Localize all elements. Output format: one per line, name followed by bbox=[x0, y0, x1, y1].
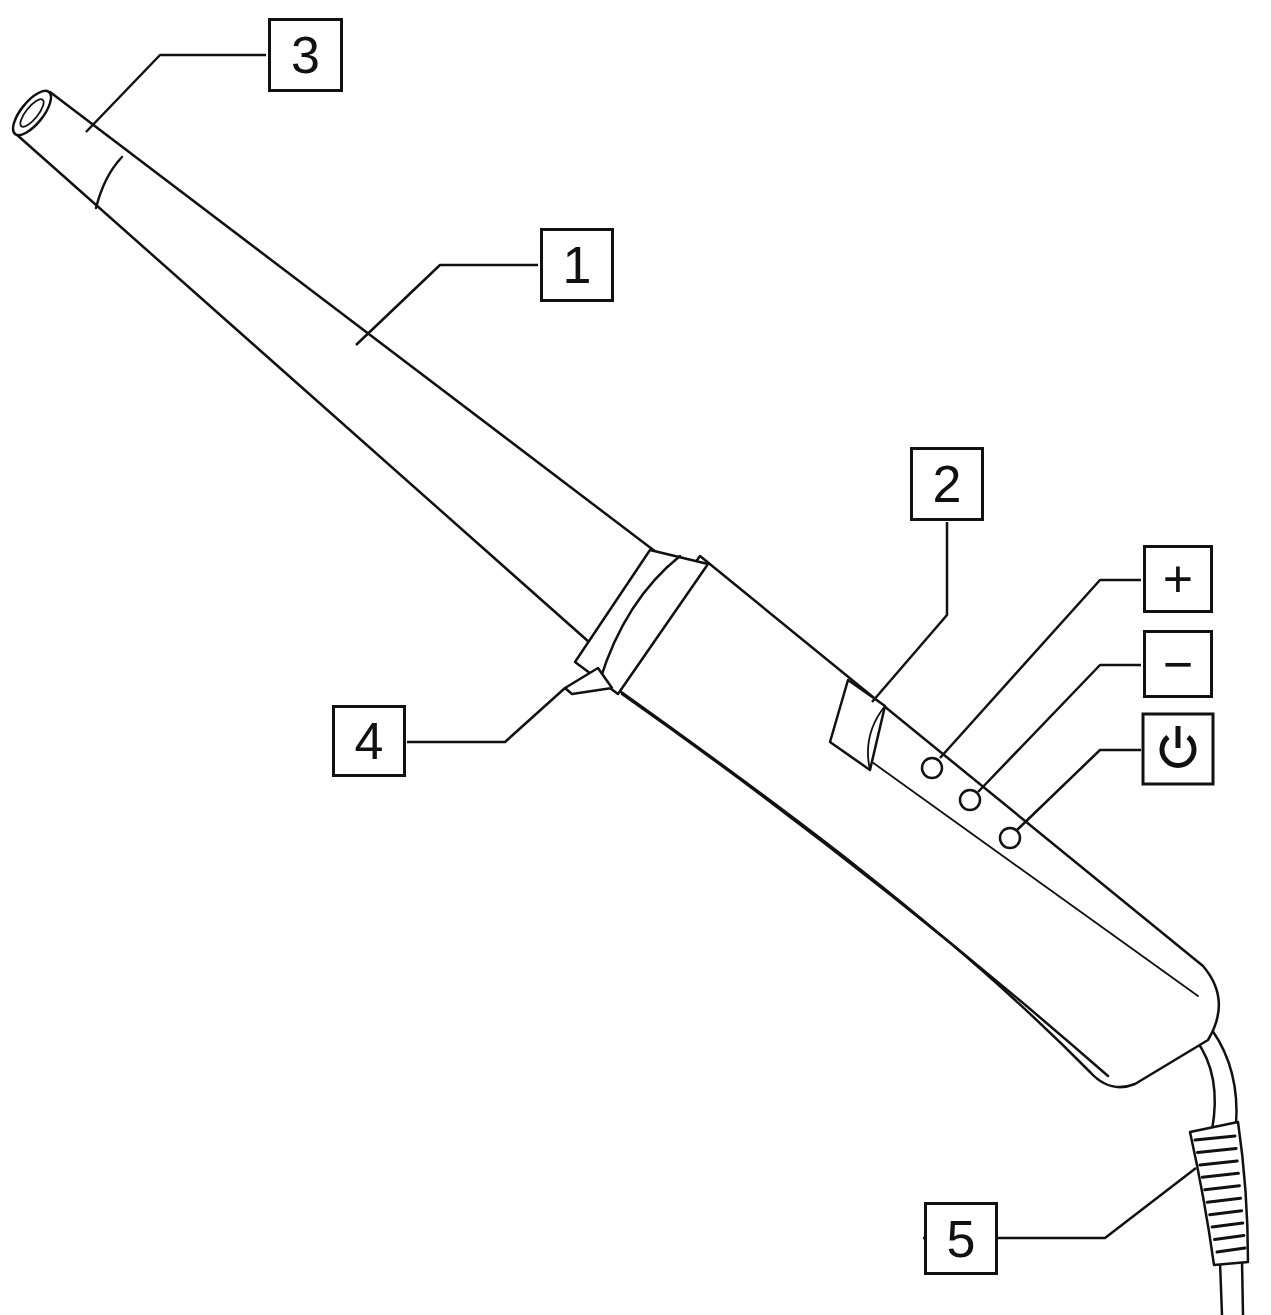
callout-text: 2 bbox=[933, 458, 962, 510]
stand bbox=[565, 668, 612, 694]
leader-line bbox=[978, 665, 1141, 792]
display bbox=[830, 680, 885, 770]
ridge bbox=[1207, 1198, 1240, 1202]
callout-text: − bbox=[1163, 638, 1193, 690]
callout-number: 4 bbox=[332, 705, 406, 777]
display-edge bbox=[868, 706, 885, 770]
minus-button bbox=[960, 790, 980, 810]
handle-face-line bbox=[872, 762, 1198, 996]
callout-number: 1 bbox=[540, 228, 614, 302]
power-button bbox=[1000, 828, 1020, 848]
ridge bbox=[1217, 1248, 1245, 1252]
leader-line bbox=[356, 265, 538, 345]
ridge bbox=[1205, 1186, 1240, 1190]
ridge bbox=[1195, 1136, 1235, 1140]
strain-relief-ridges bbox=[1195, 1136, 1245, 1252]
collar-band bbox=[600, 556, 680, 680]
callout-text: 5 bbox=[947, 1213, 976, 1265]
ridge bbox=[1200, 1161, 1237, 1165]
button-symbol: + bbox=[1143, 545, 1213, 613]
power-symbol-callout bbox=[1143, 714, 1213, 784]
ridge bbox=[1202, 1173, 1238, 1177]
cool-tip-edge bbox=[96, 157, 122, 208]
callout-text: 3 bbox=[291, 29, 320, 81]
leader-line bbox=[1017, 750, 1141, 830]
ridge bbox=[1212, 1223, 1243, 1227]
ridge bbox=[1210, 1211, 1242, 1215]
cool-tip-end bbox=[7, 85, 58, 141]
strain-relief bbox=[1190, 1122, 1248, 1265]
callout-box bbox=[1143, 714, 1213, 784]
leader-line bbox=[407, 688, 565, 742]
leader-line bbox=[872, 522, 947, 702]
callout-text: + bbox=[1163, 553, 1193, 605]
callout-number: 5 bbox=[924, 1202, 998, 1275]
heated-barrel bbox=[16, 92, 656, 650]
power-cord bbox=[1212, 1030, 1237, 1125]
power-symbol bbox=[1176, 726, 1181, 748]
plus-button bbox=[922, 758, 942, 778]
leader-line bbox=[86, 55, 266, 132]
power-cord bbox=[1220, 1260, 1243, 1315]
callout-number: 3 bbox=[268, 18, 343, 92]
callout-text: 1 bbox=[563, 239, 592, 291]
ridge bbox=[1197, 1148, 1236, 1152]
ridge bbox=[1215, 1236, 1244, 1240]
callout-number: 2 bbox=[910, 447, 984, 521]
button-symbol: − bbox=[1143, 630, 1213, 698]
cool-tip-end bbox=[17, 96, 48, 130]
callout-text: 4 bbox=[355, 715, 384, 767]
power-cord bbox=[1196, 1040, 1215, 1130]
handle bbox=[610, 556, 1219, 1087]
leader-line bbox=[940, 580, 1141, 758]
